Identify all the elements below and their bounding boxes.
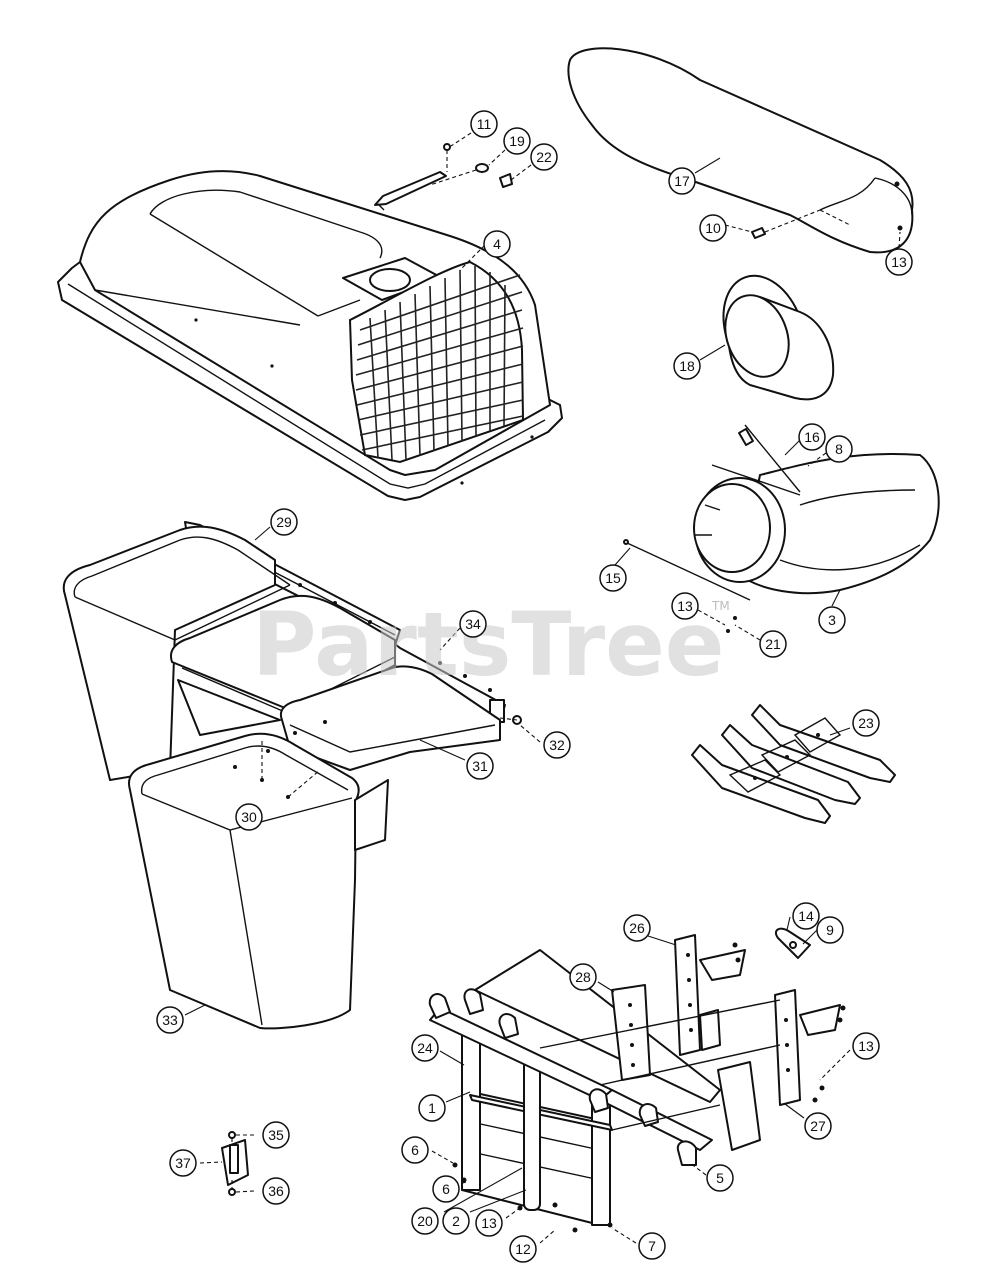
callout-label: 11 (477, 116, 492, 132)
leader-lines (184, 132, 901, 1244)
callout-label: 16 (804, 429, 820, 445)
callout-13: 13 (475, 1209, 503, 1237)
chute-tube-part (567, 47, 914, 254)
callout-18: 18 (673, 352, 701, 380)
callout-9: 9 (816, 916, 844, 944)
callout-4: 4 (483, 230, 511, 258)
callout-label: 31 (472, 758, 488, 774)
callout-label: 6 (411, 1142, 419, 1158)
callout-label: 7 (648, 1238, 656, 1254)
callout-26: 26 (623, 914, 651, 942)
callout-8: 8 (825, 435, 853, 463)
callout-17: 17 (668, 167, 696, 195)
callout-20: 20 (411, 1207, 439, 1235)
callout-14: 14 (792, 902, 820, 930)
callout-19: 19 (503, 127, 531, 155)
callout-33: 33 (156, 1006, 184, 1034)
callout-label: 14 (798, 908, 814, 924)
callout-5: 5 (706, 1164, 734, 1192)
callout-3: 3 (818, 606, 846, 634)
callout-2: 2 (442, 1207, 470, 1235)
callout-label: 17 (674, 173, 690, 189)
callout-label: 9 (826, 922, 834, 938)
callout-label: 2 (452, 1213, 460, 1229)
callout-36: 36 (262, 1177, 290, 1205)
callout-24: 24 (411, 1034, 439, 1062)
callout-label: 23 (858, 715, 874, 731)
callout-13: 13 (885, 248, 913, 276)
callout-label: 27 (810, 1118, 826, 1134)
callout-34: 34 (459, 610, 487, 638)
callout-label: 10 (705, 220, 721, 236)
callout-label: 5 (716, 1170, 724, 1186)
callout-label: 8 (835, 441, 843, 457)
mower-blades-part (691, 704, 896, 824)
callout-35: 35 (262, 1121, 290, 1149)
callout-label: 22 (536, 149, 552, 165)
callout-13: 13 (852, 1032, 880, 1060)
callout-label: 30 (241, 809, 257, 825)
callout-label: 20 (417, 1213, 433, 1229)
callout-label: 33 (162, 1012, 178, 1028)
callout-16: 16 (798, 423, 826, 451)
callout-label: 19 (509, 133, 525, 149)
callout-label: 35 (268, 1127, 284, 1143)
callout-32: 32 (543, 731, 571, 759)
grass-bags-part (62, 521, 522, 1030)
callout-6: 6 (401, 1136, 429, 1164)
callout-23: 23 (852, 709, 880, 737)
callout-label: 28 (575, 969, 591, 985)
callout-label: 37 (175, 1155, 191, 1171)
clip-pin-part (774, 927, 811, 959)
bagger-cover-part (57, 170, 563, 501)
callout-13: 13 (671, 592, 699, 620)
callout-1: 1 (418, 1094, 446, 1122)
callout-22: 22 (530, 143, 558, 171)
callout-label: 13 (481, 1215, 497, 1231)
callout-label: 6 (442, 1181, 450, 1197)
callout-label: 13 (891, 254, 907, 270)
callout-label: 18 (679, 358, 695, 374)
callout-10: 10 (699, 214, 727, 242)
callout-label: 29 (276, 514, 292, 530)
callout-label: 4 (493, 236, 501, 252)
callout-28: 28 (569, 963, 597, 991)
callout-label: 13 (677, 598, 693, 614)
callout-label: 24 (417, 1040, 433, 1056)
callout-label: 36 (268, 1183, 284, 1199)
callout-11: 11 (470, 110, 498, 138)
callout-31: 31 (466, 752, 494, 780)
callout-7: 7 (638, 1232, 666, 1260)
callout-6: 6 (432, 1175, 460, 1203)
callout-label: 21 (765, 636, 781, 652)
callout-label: 15 (605, 570, 621, 586)
callout-21: 21 (759, 630, 787, 658)
callout-label: 26 (629, 920, 645, 936)
callout-label: 12 (515, 1241, 531, 1257)
elbow-chute-part (623, 424, 940, 633)
small-bracket-part (221, 1131, 249, 1196)
callout-12: 12 (509, 1235, 537, 1263)
callout-label: 13 (858, 1038, 874, 1054)
watermark-trademark: TM (711, 599, 730, 613)
callout-29: 29 (270, 508, 298, 536)
callout-27: 27 (804, 1112, 832, 1140)
callout-37: 37 (169, 1149, 197, 1177)
callout-label: 3 (828, 612, 836, 628)
watermark-text: PartsTree (252, 593, 724, 696)
callout-30: 30 (235, 803, 263, 831)
screen-mesh (348, 260, 525, 464)
callout-label: 34 (465, 616, 481, 632)
latch-bracket-part (374, 143, 513, 211)
frame-assembly-part (428, 934, 846, 1233)
callout-15: 15 (599, 564, 627, 592)
adapter-ring-part (722, 274, 835, 401)
callout-label: 32 (549, 737, 565, 753)
callout-label: 1 (428, 1100, 436, 1116)
